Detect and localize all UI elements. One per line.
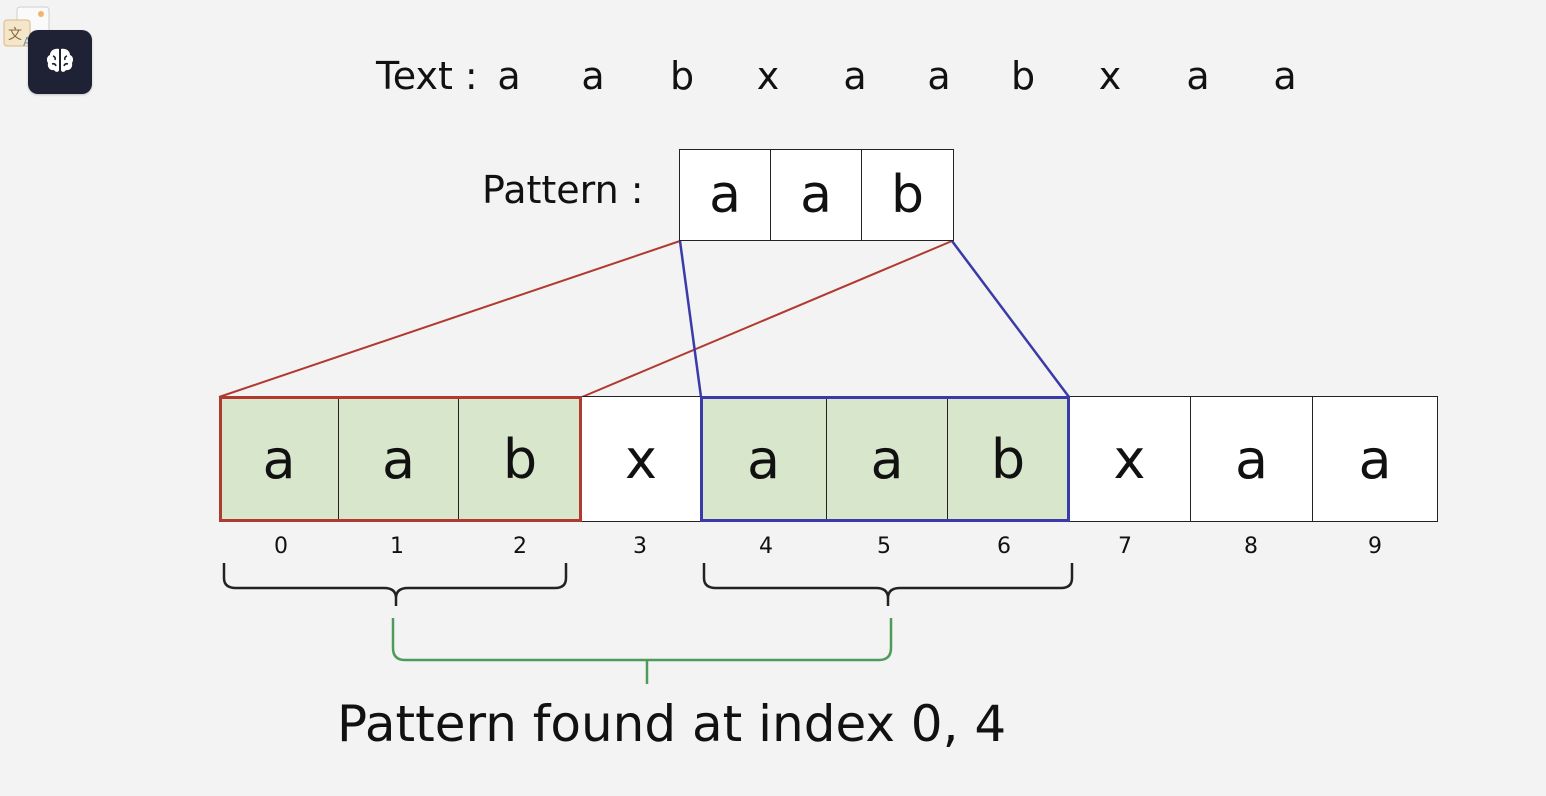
brain-button[interactable] bbox=[28, 30, 92, 94]
pattern-cell: a bbox=[680, 150, 771, 240]
text-char: a bbox=[1186, 54, 1210, 98]
svg-text:文: 文 bbox=[8, 27, 22, 43]
index-label: 0 bbox=[274, 534, 288, 559]
index-label: 8 bbox=[1244, 534, 1258, 559]
text-char: a bbox=[497, 54, 521, 98]
blue-line-right bbox=[951, 240, 1070, 398]
translate-icon[interactable]: 文 A bbox=[3, 6, 51, 50]
index-label: 3 bbox=[633, 534, 647, 559]
svg-text:A: A bbox=[23, 35, 32, 49]
text-char: b bbox=[1010, 54, 1036, 98]
text-char: a bbox=[581, 54, 605, 98]
text-char: a bbox=[843, 54, 867, 98]
array-cell: a bbox=[1313, 396, 1438, 522]
array-cell: a bbox=[219, 396, 339, 522]
array-cell: b bbox=[459, 396, 582, 522]
blue-line-left bbox=[678, 240, 703, 398]
array-cell: a bbox=[701, 396, 827, 522]
bracket-first-match bbox=[222, 563, 568, 599]
red-line-right bbox=[581, 240, 953, 398]
index-label: 4 bbox=[759, 534, 773, 559]
index-label: 7 bbox=[1118, 534, 1132, 559]
index-label: 5 bbox=[877, 534, 891, 559]
array-cell: a bbox=[827, 396, 948, 522]
pattern-box: a a b bbox=[679, 149, 954, 241]
array-cell: a bbox=[339, 396, 459, 522]
index-label: 6 bbox=[997, 534, 1011, 559]
pattern-cell: b bbox=[890, 165, 924, 225]
pattern-label: Pattern : bbox=[482, 168, 644, 212]
array-cell: b bbox=[948, 396, 1069, 522]
pattern-cell: a bbox=[771, 150, 862, 240]
text-char: b bbox=[669, 54, 695, 98]
text-label: Text : bbox=[376, 54, 478, 98]
text-char: a bbox=[927, 54, 951, 98]
array-cell: x bbox=[1069, 396, 1191, 522]
index-label: 2 bbox=[513, 534, 527, 559]
index-label: 9 bbox=[1368, 534, 1382, 559]
array-cell: a bbox=[1191, 396, 1313, 522]
red-line-left bbox=[218, 240, 681, 398]
result-bracket bbox=[391, 618, 893, 662]
bracket-second-match bbox=[702, 563, 1074, 599]
result-text: Pattern found at index 0, 4 bbox=[337, 695, 1007, 753]
index-label: 1 bbox=[390, 534, 404, 559]
brain-icon bbox=[45, 46, 75, 78]
text-char: a bbox=[1273, 54, 1297, 98]
text-char: x bbox=[756, 54, 780, 98]
text-char: x bbox=[1098, 54, 1122, 98]
array-cell: x bbox=[582, 396, 701, 522]
